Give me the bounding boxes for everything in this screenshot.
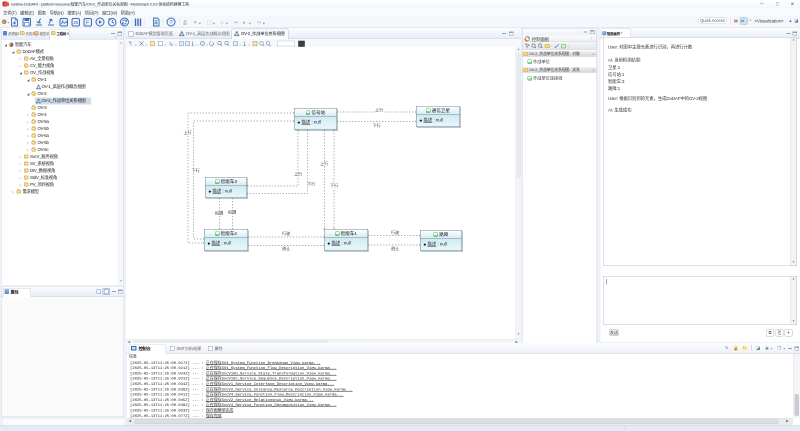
svg-text:25: 25 xyxy=(73,20,79,25)
svg-text:▾: ▾ xyxy=(226,22,228,26)
svg-text:F: F xyxy=(86,20,89,26)
svg-text:↪: ↪ xyxy=(257,20,261,26)
svg-text:⬧: ⬧ xyxy=(243,20,246,26)
svg-text:▾: ▾ xyxy=(249,22,251,26)
svg-text:▾: ▾ xyxy=(213,22,215,26)
svg-text:⎙: ⎙ xyxy=(183,20,187,26)
svg-text:▾: ▾ xyxy=(263,22,265,26)
svg-text:?: ? xyxy=(170,20,173,26)
svg-text:⬚: ⬚ xyxy=(207,20,212,26)
svg-text:▾: ▾ xyxy=(199,22,201,26)
svg-text:↩: ↩ xyxy=(234,20,238,26)
svg-text:⬦: ⬦ xyxy=(220,20,224,26)
svg-text:✦: ✦ xyxy=(193,20,197,26)
